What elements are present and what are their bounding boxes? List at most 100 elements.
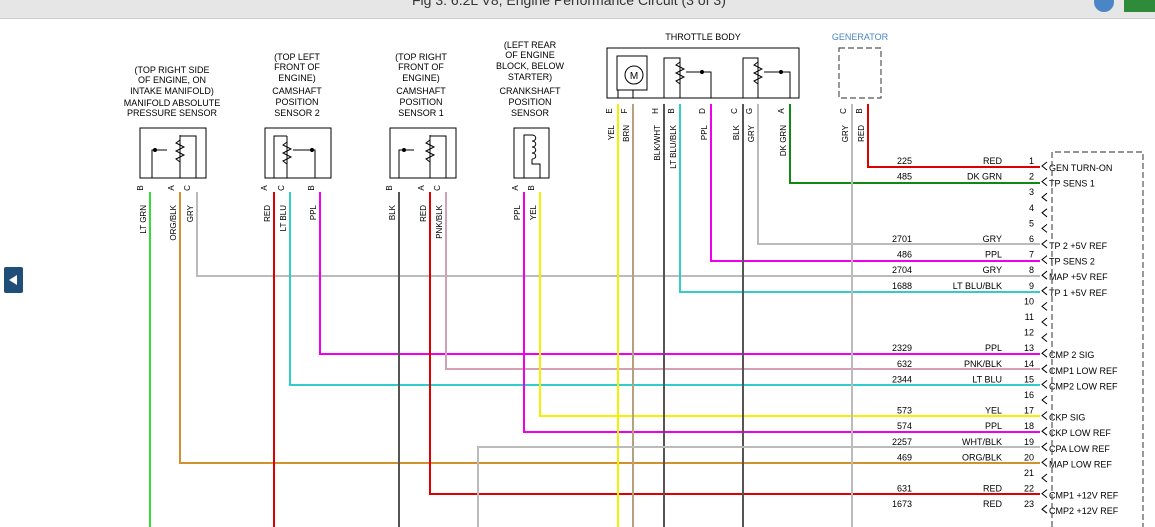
connector-pin-row: 3 bbox=[1029, 187, 1034, 197]
throttle-body: THROTTLE BODY M E F H B D C G A bbox=[605, 32, 800, 169]
tb-wire-lt-blu-blk: LT BLU/BLK bbox=[669, 124, 678, 168]
map-pin-c: C bbox=[183, 185, 192, 191]
potentiometer-icon bbox=[398, 135, 447, 178]
ckp-wire-ppl: PPL bbox=[513, 204, 522, 220]
pin-terminal-icon bbox=[1041, 161, 1048, 171]
pin-number: 22 bbox=[1024, 484, 1034, 494]
pin-number: 16 bbox=[1024, 390, 1034, 400]
gen-wire-red: RED bbox=[857, 125, 866, 142]
pin-number: 4 bbox=[1029, 203, 1034, 213]
ecm-connector-terminals bbox=[1041, 161, 1048, 514]
gen-wire-gry: GRY bbox=[841, 124, 850, 142]
tb-pin-h: H bbox=[651, 108, 660, 114]
pin-function: TP SENS 2 bbox=[1049, 257, 1095, 267]
circuit-number: 631 bbox=[897, 484, 912, 494]
pin-function: MAP LOW REF bbox=[1049, 459, 1112, 469]
circuit-number: 2344 bbox=[892, 374, 912, 384]
svg-text:ENGINE): ENGINE) bbox=[278, 73, 316, 83]
pin-terminal-icon bbox=[1041, 239, 1048, 249]
potentiometer-icon bbox=[663, 57, 712, 98]
pin-number: 8 bbox=[1029, 265, 1034, 275]
pin-function: CKP LOW REF bbox=[1049, 428, 1111, 438]
svg-text:OF ENGINE, ON: OF ENGINE, ON bbox=[138, 75, 206, 85]
wire-wht-blk bbox=[477, 446, 1040, 527]
svg-text:ENGINE): ENGINE) bbox=[402, 73, 440, 83]
pin-terminal-icon bbox=[1041, 270, 1048, 280]
wire-color-label: RED bbox=[983, 156, 1003, 166]
tb-wire-gry: GRY bbox=[747, 124, 756, 142]
cmp2-sensor-label: (TOP LEFT FRONT OF ENGINE) CAMSHAFT POSI… bbox=[272, 52, 322, 118]
pin-number: 20 bbox=[1024, 452, 1034, 462]
wire-tb-ppl bbox=[710, 104, 1040, 262]
pin-function: TP 2 +5V REF bbox=[1049, 241, 1108, 251]
cmp2-wire-ppl: PPL bbox=[309, 204, 318, 220]
coil-icon bbox=[523, 134, 541, 178]
circuit-number: 2704 bbox=[892, 265, 912, 275]
map-pin-b: B bbox=[136, 185, 145, 190]
pin-number: 11 bbox=[1025, 312, 1034, 322]
svg-text:STARTER): STARTER) bbox=[508, 72, 552, 82]
svg-text:SENSOR 2: SENSOR 2 bbox=[274, 108, 320, 118]
svg-text:(LEFT REAR: (LEFT REAR bbox=[504, 40, 557, 50]
pin-number: 12 bbox=[1024, 328, 1034, 338]
svg-text:POSITION: POSITION bbox=[399, 97, 442, 107]
svg-text:PRESSURE SENSOR: PRESSURE SENSOR bbox=[127, 108, 218, 118]
wire-ckp-yel bbox=[539, 192, 1040, 417]
previous-figure-button[interactable] bbox=[4, 267, 23, 293]
wire-tb-dk-grn bbox=[789, 104, 1040, 184]
pin-terminal-icon bbox=[1041, 224, 1048, 233]
cmp1-pin-b: B bbox=[385, 185, 394, 190]
cmp2-pin-c: C bbox=[277, 185, 286, 191]
wire-color-label: LT BLU bbox=[972, 374, 1002, 384]
window-title-bar: Fig 3: 6.2L V8, Engine Performance Circu… bbox=[0, 0, 1155, 19]
pin-terminal-icon bbox=[1041, 489, 1048, 498]
connector-pin-row: 21 bbox=[1024, 468, 1034, 478]
tb-wire-blk-wht: BLK/WHT bbox=[653, 125, 662, 161]
svg-text:SENSOR: SENSOR bbox=[511, 108, 550, 118]
pin-terminal-icon bbox=[1041, 473, 1048, 483]
wire-color-label: PPL bbox=[985, 421, 1002, 431]
pin-number: 6 bbox=[1029, 234, 1034, 244]
ckp-wire-yel: YEL bbox=[529, 204, 538, 220]
wire-color-label: GRY bbox=[983, 234, 1002, 244]
pin-function: CKP SIG bbox=[1049, 413, 1085, 423]
wire-color-label: DK GRN bbox=[967, 172, 1002, 182]
pin-terminal-icon bbox=[1041, 504, 1048, 514]
ecm-module-box bbox=[1051, 151, 1144, 527]
tb-wire-blk: BLK bbox=[732, 124, 741, 140]
tb-pin-g: G bbox=[745, 108, 754, 114]
cmp1-pin-a: A bbox=[417, 185, 426, 191]
wire-cmp2-lt-blu bbox=[289, 192, 1040, 386]
wire-color-label: YEL bbox=[985, 406, 1002, 416]
help-icon[interactable] bbox=[1094, 0, 1114, 12]
circuit-number: 469 bbox=[897, 452, 912, 462]
wire-cmp1-red bbox=[429, 192, 1040, 495]
pin-function: TP SENS 1 bbox=[1049, 179, 1095, 189]
wire-color-label: PPL bbox=[985, 250, 1002, 260]
pin-function: MAP +5V REF bbox=[1049, 272, 1108, 282]
connector-pin-row: 5 bbox=[1029, 218, 1034, 228]
map-sensor: (TOP RIGHT SIDE OF ENGINE, ON INTAKE MAN… bbox=[124, 65, 221, 241]
wires bbox=[149, 104, 1040, 527]
pin-number: 21 bbox=[1024, 468, 1034, 478]
throttle-body-label: THROTTLE BODY bbox=[665, 32, 741, 42]
connector-pin-row: 4 bbox=[1029, 203, 1034, 213]
svg-text:(TOP RIGHT: (TOP RIGHT bbox=[395, 52, 447, 62]
pin-terminal-icon bbox=[1041, 255, 1048, 264]
generator-label: GENERATOR bbox=[832, 32, 889, 42]
tb-pin-c: C bbox=[730, 108, 739, 114]
connector-pin-row: 11 bbox=[1025, 312, 1034, 322]
potentiometer-icon bbox=[742, 57, 791, 98]
action-button[interactable] bbox=[1124, 0, 1155, 12]
pin-terminal-icon bbox=[1041, 286, 1048, 296]
svg-text:FRONT OF: FRONT OF bbox=[398, 62, 444, 72]
tb-pin-e: E bbox=[605, 108, 614, 113]
pin-function: CMP 2 SIG bbox=[1049, 350, 1094, 360]
